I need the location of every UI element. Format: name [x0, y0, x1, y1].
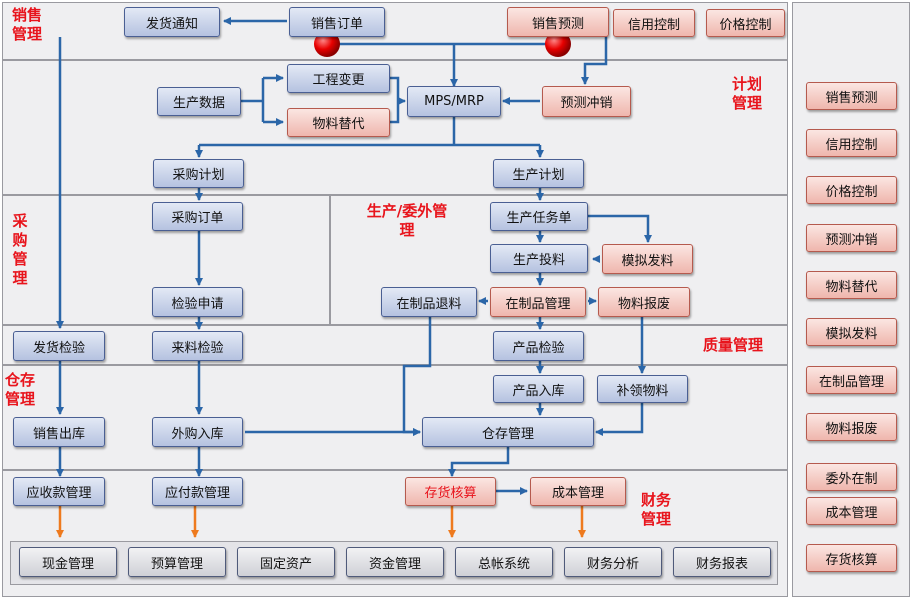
node-product-inspect[interactable]: 产品检验: [493, 331, 584, 361]
section-quality: 质量管理: [703, 336, 764, 354]
node-purchase-order[interactable]: 采购订单: [152, 202, 243, 231]
node-replenish[interactable]: 补领物料: [597, 375, 688, 403]
node-product-in[interactable]: 产品入库: [493, 375, 584, 403]
sidebar-item-wip-mgmt[interactable]: 在制品管理: [806, 366, 897, 394]
sidebar-item-inventory-acct[interactable]: 存货核算: [806, 544, 897, 572]
sidebar-item-credit-control[interactable]: 信用控制: [806, 129, 897, 157]
node-fin-report[interactable]: 财务报表: [673, 547, 771, 577]
edge-return-to-storage: [402, 317, 432, 436]
section-finance: 财务管理: [640, 491, 671, 528]
edge-storage-to-inventory: [448, 447, 510, 477]
node-material-sub[interactable]: 物料替代: [287, 108, 390, 137]
node-cash[interactable]: 现金管理: [19, 547, 117, 577]
node-prod-plan[interactable]: 生产计划: [493, 159, 584, 188]
node-wip-return[interactable]: 在制品退料: [381, 287, 477, 317]
edge-proddata-split: [241, 78, 265, 122]
node-capital[interactable]: 资金管理: [346, 547, 444, 577]
edge-replenish-to-storage: [595, 403, 644, 436]
red-dot-sales-forecast: [545, 31, 571, 57]
node-purchase-in[interactable]: 外购入库: [152, 417, 243, 447]
plan-band: [2, 60, 788, 195]
node-ship-inspect[interactable]: 发货检验: [13, 331, 105, 361]
node-sales-forecast[interactable]: 销售预测: [507, 7, 609, 37]
node-payable[interactable]: 应付款管理: [152, 477, 243, 506]
node-wip-mgmt[interactable]: 在制品管理: [490, 287, 586, 317]
node-ship-notice[interactable]: 发货通知: [124, 7, 220, 37]
node-credit-control[interactable]: 信用控制: [613, 9, 695, 37]
node-mps-mrp[interactable]: MPS/MRP: [407, 86, 501, 117]
node-fin-analysis[interactable]: 财务分析: [564, 547, 662, 577]
red-dot-sales-order: [314, 31, 340, 57]
node-prod-feed[interactable]: 生产投料: [490, 244, 588, 273]
node-eng-change[interactable]: 工程变更: [287, 64, 390, 93]
sidebar-item-price-control[interactable]: 价格控制: [806, 176, 897, 204]
node-general-ledger[interactable]: 总帐系统: [455, 547, 553, 577]
sidebar-item-forecast-offset[interactable]: 预测冲销: [806, 224, 897, 252]
node-sim-issue[interactable]: 模拟发料: [602, 244, 693, 274]
sidebar-item-sim-issue[interactable]: 模拟发料: [806, 318, 897, 346]
node-inspect-request[interactable]: 检验申请: [152, 287, 243, 317]
section-sales: 销售管理: [12, 6, 43, 43]
section-production: 生产/委外管理: [366, 202, 448, 239]
edge-task-to-sim: [588, 214, 652, 243]
node-prod-task[interactable]: 生产任务单: [490, 202, 588, 231]
node-storage-mgmt[interactable]: 仓存管理: [422, 417, 594, 447]
node-sales-order[interactable]: 销售订单: [289, 7, 385, 37]
sidebar-item-material-scrap[interactable]: 物料报废: [806, 413, 897, 441]
node-price-control[interactable]: 价格控制: [706, 9, 785, 37]
edge-eng-to-mps: [390, 76, 400, 101]
section-plan: 计划管理: [731, 75, 762, 112]
node-purchase-plan[interactable]: 采购计划: [153, 159, 244, 188]
node-forecast-offset[interactable]: 预测冲销: [542, 86, 631, 117]
node-sales-out[interactable]: 销售出库: [13, 417, 105, 447]
section-purchase: 采购管理: [12, 212, 28, 287]
edge-mps-split: [199, 117, 540, 147]
node-budget[interactable]: 预算管理: [128, 547, 226, 577]
node-incoming-inspect[interactable]: 来料检验: [152, 331, 243, 361]
node-prod-data[interactable]: 生产数据: [157, 87, 241, 116]
sidebar-item-cost-mgmt[interactable]: 成本管理: [806, 497, 897, 525]
node-inventory-acct[interactable]: 存货核算: [405, 477, 496, 506]
sidebar-item-outsource-wip[interactable]: 委外在制: [806, 463, 897, 491]
quality-band: [2, 325, 788, 365]
section-storage: 仓存管理: [5, 371, 36, 408]
node-cost-mgmt[interactable]: 成本管理: [530, 477, 626, 506]
sidebar-item-sales-forecast[interactable]: 销售预测: [806, 82, 897, 110]
edge-sub-to-mps: [390, 101, 400, 124]
sidebar-item-material-sub[interactable]: 物料替代: [806, 271, 897, 299]
node-material-scrap[interactable]: 物料报废: [598, 287, 690, 317]
edge-forecast-to-offset: [581, 35, 608, 85]
node-fixed-assets[interactable]: 固定资产: [237, 547, 335, 577]
node-receivable[interactable]: 应收款管理: [13, 477, 105, 506]
